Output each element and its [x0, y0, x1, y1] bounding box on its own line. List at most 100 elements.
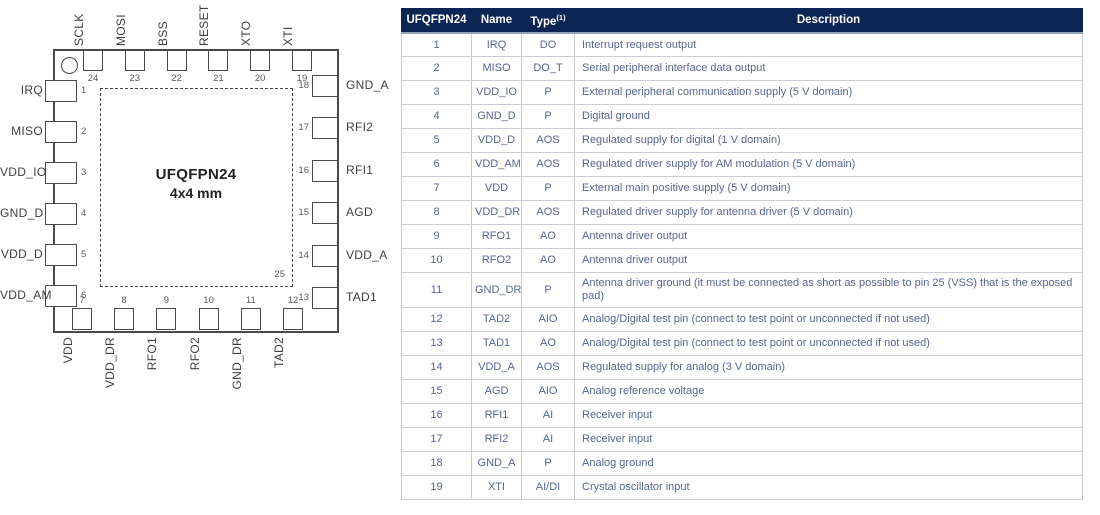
pin-pad [312, 244, 338, 267]
pin-number: 11 [245, 295, 256, 306]
pin-label: RFO2 [187, 337, 202, 371]
package-size: 4x4 mm [169, 185, 223, 201]
pin-pad [45, 243, 77, 266]
pin-label: RFI2 [346, 120, 374, 135]
pin-label: RFI1 [346, 162, 374, 177]
type-cell: AOS [521, 152, 575, 178]
type-cell: DO [521, 32, 575, 58]
type-cell: P [521, 176, 575, 202]
pin-label: XTI [281, 26, 295, 46]
name-cell: VDD_AM [471, 152, 522, 178]
name-cell: VDD_DR [471, 200, 522, 226]
description-cell: Regulated supply for digital (1 V domain… [574, 128, 1083, 154]
pin-pad [45, 284, 77, 307]
name-cell: VDD_D [471, 128, 522, 154]
pin-label: GND_DR [229, 337, 244, 390]
pin-number: 6 [81, 289, 87, 301]
pin-cell: 11 [401, 272, 472, 309]
pin-label: VDD_A [346, 247, 388, 262]
description-cell: Interrupt request output [574, 32, 1083, 58]
header-name: Name [471, 7, 522, 34]
pin-cell: 10 [401, 248, 472, 274]
description-cell: Regulated driver supply for AM modulatio… [574, 152, 1083, 178]
pin-label: TAD1 [346, 290, 377, 304]
type-cell: AOS [521, 128, 575, 154]
pin-cell: 3 [401, 80, 472, 106]
pin-number: 7 [79, 295, 85, 306]
pin-pad [312, 287, 338, 309]
pin-number: 12 [287, 295, 299, 306]
type-cell: AI/DI [521, 475, 575, 501]
description-cell: Antenna driver ground (it must be connec… [574, 272, 1083, 309]
name-cell: VDD_IO [471, 80, 522, 106]
pin-cell: 2 [401, 56, 472, 82]
description-cell: Receiver input [574, 403, 1083, 429]
package-title-block: UFQFPN24 4x4 mm [53, 166, 339, 201]
description-cell: Receiver input [574, 427, 1083, 453]
type-cell: AO [521, 224, 575, 250]
pin-cell: 16 [401, 403, 472, 429]
pin-cell: 19 [401, 475, 472, 501]
pin-label: MOSI [113, 14, 128, 46]
pin-pad [45, 80, 77, 102]
pin-label: GND_D [0, 205, 44, 220]
pin-pad [45, 202, 77, 225]
name-cell: TAD2 [471, 307, 522, 333]
type-cell: P [521, 272, 575, 309]
pin-label: VDD_AM [0, 287, 52, 302]
type-cell: P [521, 80, 575, 106]
pin-number: 13 [298, 292, 309, 303]
pin-cell: 9 [401, 224, 472, 250]
type-cell: AO [521, 248, 575, 274]
pin-number: 23 [129, 73, 141, 84]
name-cell: VDD [471, 176, 522, 202]
description-cell: External peripheral communication supply… [574, 80, 1083, 106]
type-cell: AOS [521, 200, 575, 226]
type-cell: AI [521, 427, 575, 453]
header-ufqfpn24: UFQFPN24 [401, 7, 472, 34]
table-header-row: UFQFPN24 Name Type(1) Description [401, 7, 1083, 34]
description-cell: Analog/Digital test pin (connect to test… [574, 331, 1083, 357]
description-cell: Digital ground [574, 104, 1083, 130]
pin-cell: 7 [401, 176, 472, 202]
pin-label: RFO1 [145, 337, 160, 371]
name-cell: MISO [471, 56, 522, 82]
description-cell: Analog ground [574, 451, 1083, 477]
name-cell: VDD_A [471, 355, 522, 381]
pin1-marker-icon [61, 57, 78, 74]
pin-number: 22 [171, 73, 182, 84]
type-cell: P [521, 451, 575, 477]
pin-label: VDD [61, 337, 75, 364]
name-cell: XTI [471, 475, 522, 501]
pin-pad [45, 161, 77, 184]
pin-number: 9 [163, 295, 170, 306]
header-type: Type(1) [521, 7, 575, 34]
pin-pad [166, 50, 187, 71]
pin-number: 19 [296, 73, 308, 84]
pin-number: 10 [203, 295, 214, 306]
name-cell: IRQ [471, 32, 522, 58]
pin-label: GND_A [346, 78, 389, 92]
pin-label: BSS [155, 21, 170, 46]
pin-pad [45, 120, 77, 143]
header-description: Description [574, 7, 1083, 34]
pin-number: 2 [81, 125, 87, 137]
pin-label: MISO [11, 123, 43, 138]
pin-cell: 6 [401, 152, 472, 178]
description-cell: External main positive supply (5 V domai… [574, 176, 1083, 202]
type-cell: AIO [521, 379, 575, 405]
type-cell: AI [521, 403, 575, 429]
pin-pad [72, 308, 92, 330]
pin-label: VDD_D [0, 246, 43, 261]
name-cell: GND_DR [471, 272, 522, 309]
